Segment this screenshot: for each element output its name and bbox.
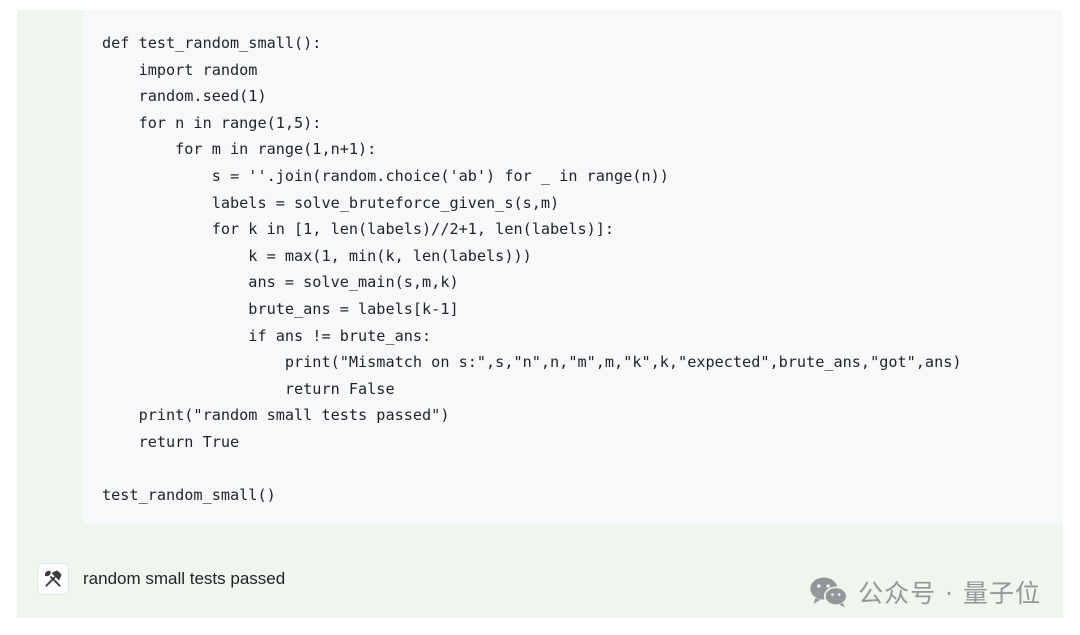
code-line: if ans != brute_ans: [102, 326, 432, 345]
code-line: s = ''.join(random.choice('ab') for _ in… [102, 166, 669, 185]
code-content: def test_random_small(): import random r… [102, 30, 962, 509]
code-line: random.seed(1) [102, 87, 267, 106]
hammer-wrench-icon [44, 570, 62, 587]
code-line: def test_random_small(): [102, 34, 322, 52]
tool-output: random small tests passed [37, 563, 285, 595]
code-line: k = max(1, min(k, len(labels))) [102, 246, 532, 265]
code-line: test_random_small() [102, 486, 276, 505]
code-line: labels = solve_bruteforce_given_s(s,m) [102, 193, 560, 212]
code-line: import random [102, 60, 258, 79]
code-line [102, 456, 962, 483]
code-line: print("Mismatch on s:",s,"n",n,"m",m,"k"… [102, 353, 962, 372]
code-line: for n in range(1,5): [102, 113, 322, 132]
code-line: return False [102, 379, 395, 398]
code-line: for m in range(1,n+1): [102, 140, 377, 159]
output-text: random small tests passed [83, 569, 286, 588]
tool-call-panel: def test_random_small(): import random r… [17, 10, 1063, 618]
wechat-icon [810, 577, 848, 608]
code-line: return True [102, 432, 240, 451]
code-block: def test_random_small(): import random r… [83, 10, 1063, 524]
watermark-text: 公众号 · 量子位 [858, 579, 1041, 608]
code-line: for k in [1, len(labels)//2+1, len(label… [102, 220, 615, 239]
tools-icon[interactable] [37, 563, 69, 595]
watermark: 公众号 · 量子位 [808, 574, 1041, 610]
code-line: ans = solve_main(s,m,k) [102, 273, 459, 292]
code-line: print("random small tests passed") [102, 406, 450, 425]
code-line: brute_ans = labels[k-1] [102, 299, 459, 318]
